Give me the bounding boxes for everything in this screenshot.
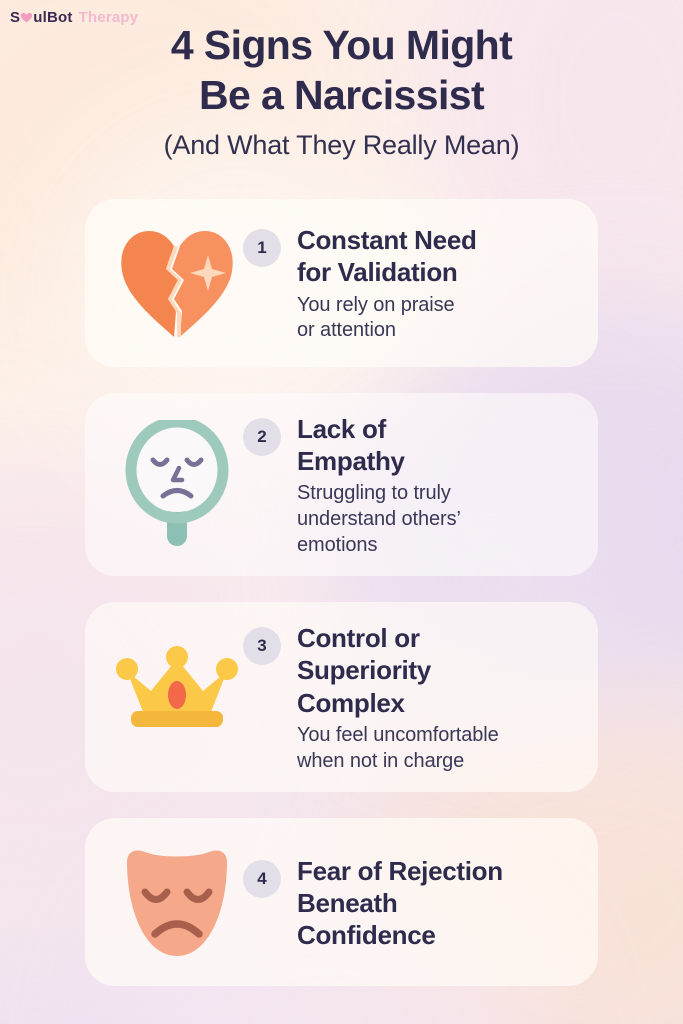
sign-title-2-line-1: Lack of [297, 414, 386, 444]
sign-desc-2-line-2: understand others’ [297, 508, 461, 531]
sign-card-3[interactable]: 3 Control or Superiority Complex You fee… [85, 602, 598, 793]
sign-desc-1-line-1: You rely on praise [297, 293, 455, 316]
sign-title-4-line-3: Confidence [297, 920, 436, 951]
signs-list: 1 Constant Need for Validation You rely … [85, 199, 598, 1012]
brand-name-prefix: S [10, 9, 21, 26]
sign-card-3-text: Control or Superiority Complex You feel … [297, 622, 576, 774]
sign-title-2-line-2: Empathy [297, 446, 405, 477]
sign-number-badge-2: 2 [243, 418, 281, 456]
sad-theater-mask-icon [111, 836, 243, 968]
page-title-line-1: 4 Signs You Might [170, 22, 513, 68]
page-subtitle: (And What They Really Mean) [163, 130, 520, 161]
sign-desc-3-line-2: when not in charge [297, 749, 465, 772]
sign-title-3-line-1: Control or [297, 623, 420, 654]
sign-number-badge-4: 4 [243, 859, 281, 898]
sign-card-2-text: Lack of Empathy Struggling to truly unde… [297, 413, 576, 558]
sign-desc-2-line-1: Struggling to truly [297, 482, 451, 505]
sign-desc-1-line-2: or attention [297, 319, 396, 342]
crown-icon [111, 631, 243, 763]
brand-name-secondary: Therapy [78, 9, 139, 26]
sign-card-4-text: Fear of Rejection Beneath Confidence [297, 855, 576, 952]
magnifying-glass-sad-face-icon [111, 419, 243, 551]
heart-icon [20, 11, 33, 24]
sign-title-1-line-1: Constant Need [297, 225, 477, 256]
sign-desc-2-line-3: emotions [297, 533, 378, 556]
sign-title-3-line-2: Superiority [297, 655, 431, 686]
sign-card-1-body: 1 Constant Need for Validation You rely … [243, 222, 576, 344]
sign-title-3-line-3: Complex [297, 687, 405, 718]
brand-name-suffix: ulBot [33, 9, 73, 26]
sign-title-1-line-2: for Validation [297, 257, 458, 288]
broken-heart-icon [111, 217, 243, 349]
sign-card-4[interactable]: 4 Fear of Rejection Beneath Confidence [85, 818, 598, 987]
sign-title-4-line-1: Fear of Rejection [297, 855, 503, 886]
sign-number-badge-1: 1 [243, 229, 281, 268]
page-title-block: 4 Signs You Might Be a Narcissist (And W… [0, 20, 683, 163]
sign-number-badge-3: 3 [243, 627, 281, 666]
sign-card-4-body: 4 Fear of Rejection Beneath Confidence [243, 853, 576, 952]
brand-logo: S ulBot Therapy [10, 9, 138, 26]
sign-card-1[interactable]: 1 Constant Need for Validation You rely … [85, 199, 598, 367]
sign-card-2-body: 2 Lack of Empathy Struggling to truly un… [243, 411, 576, 558]
sign-card-2[interactable]: 2 Lack of Empathy Struggling to truly un… [85, 393, 598, 577]
page-title-line-2: Be a Narcissist [198, 72, 485, 119]
sign-title-4-line-2: Beneath [297, 888, 398, 919]
sign-card-3-body: 3 Control or Superiority Complex You fee… [243, 620, 576, 774]
sign-card-1-text: Constant Need for Validation You rely on… [297, 224, 576, 344]
sign-desc-3-line-1: You feel uncomfortable [297, 723, 499, 746]
